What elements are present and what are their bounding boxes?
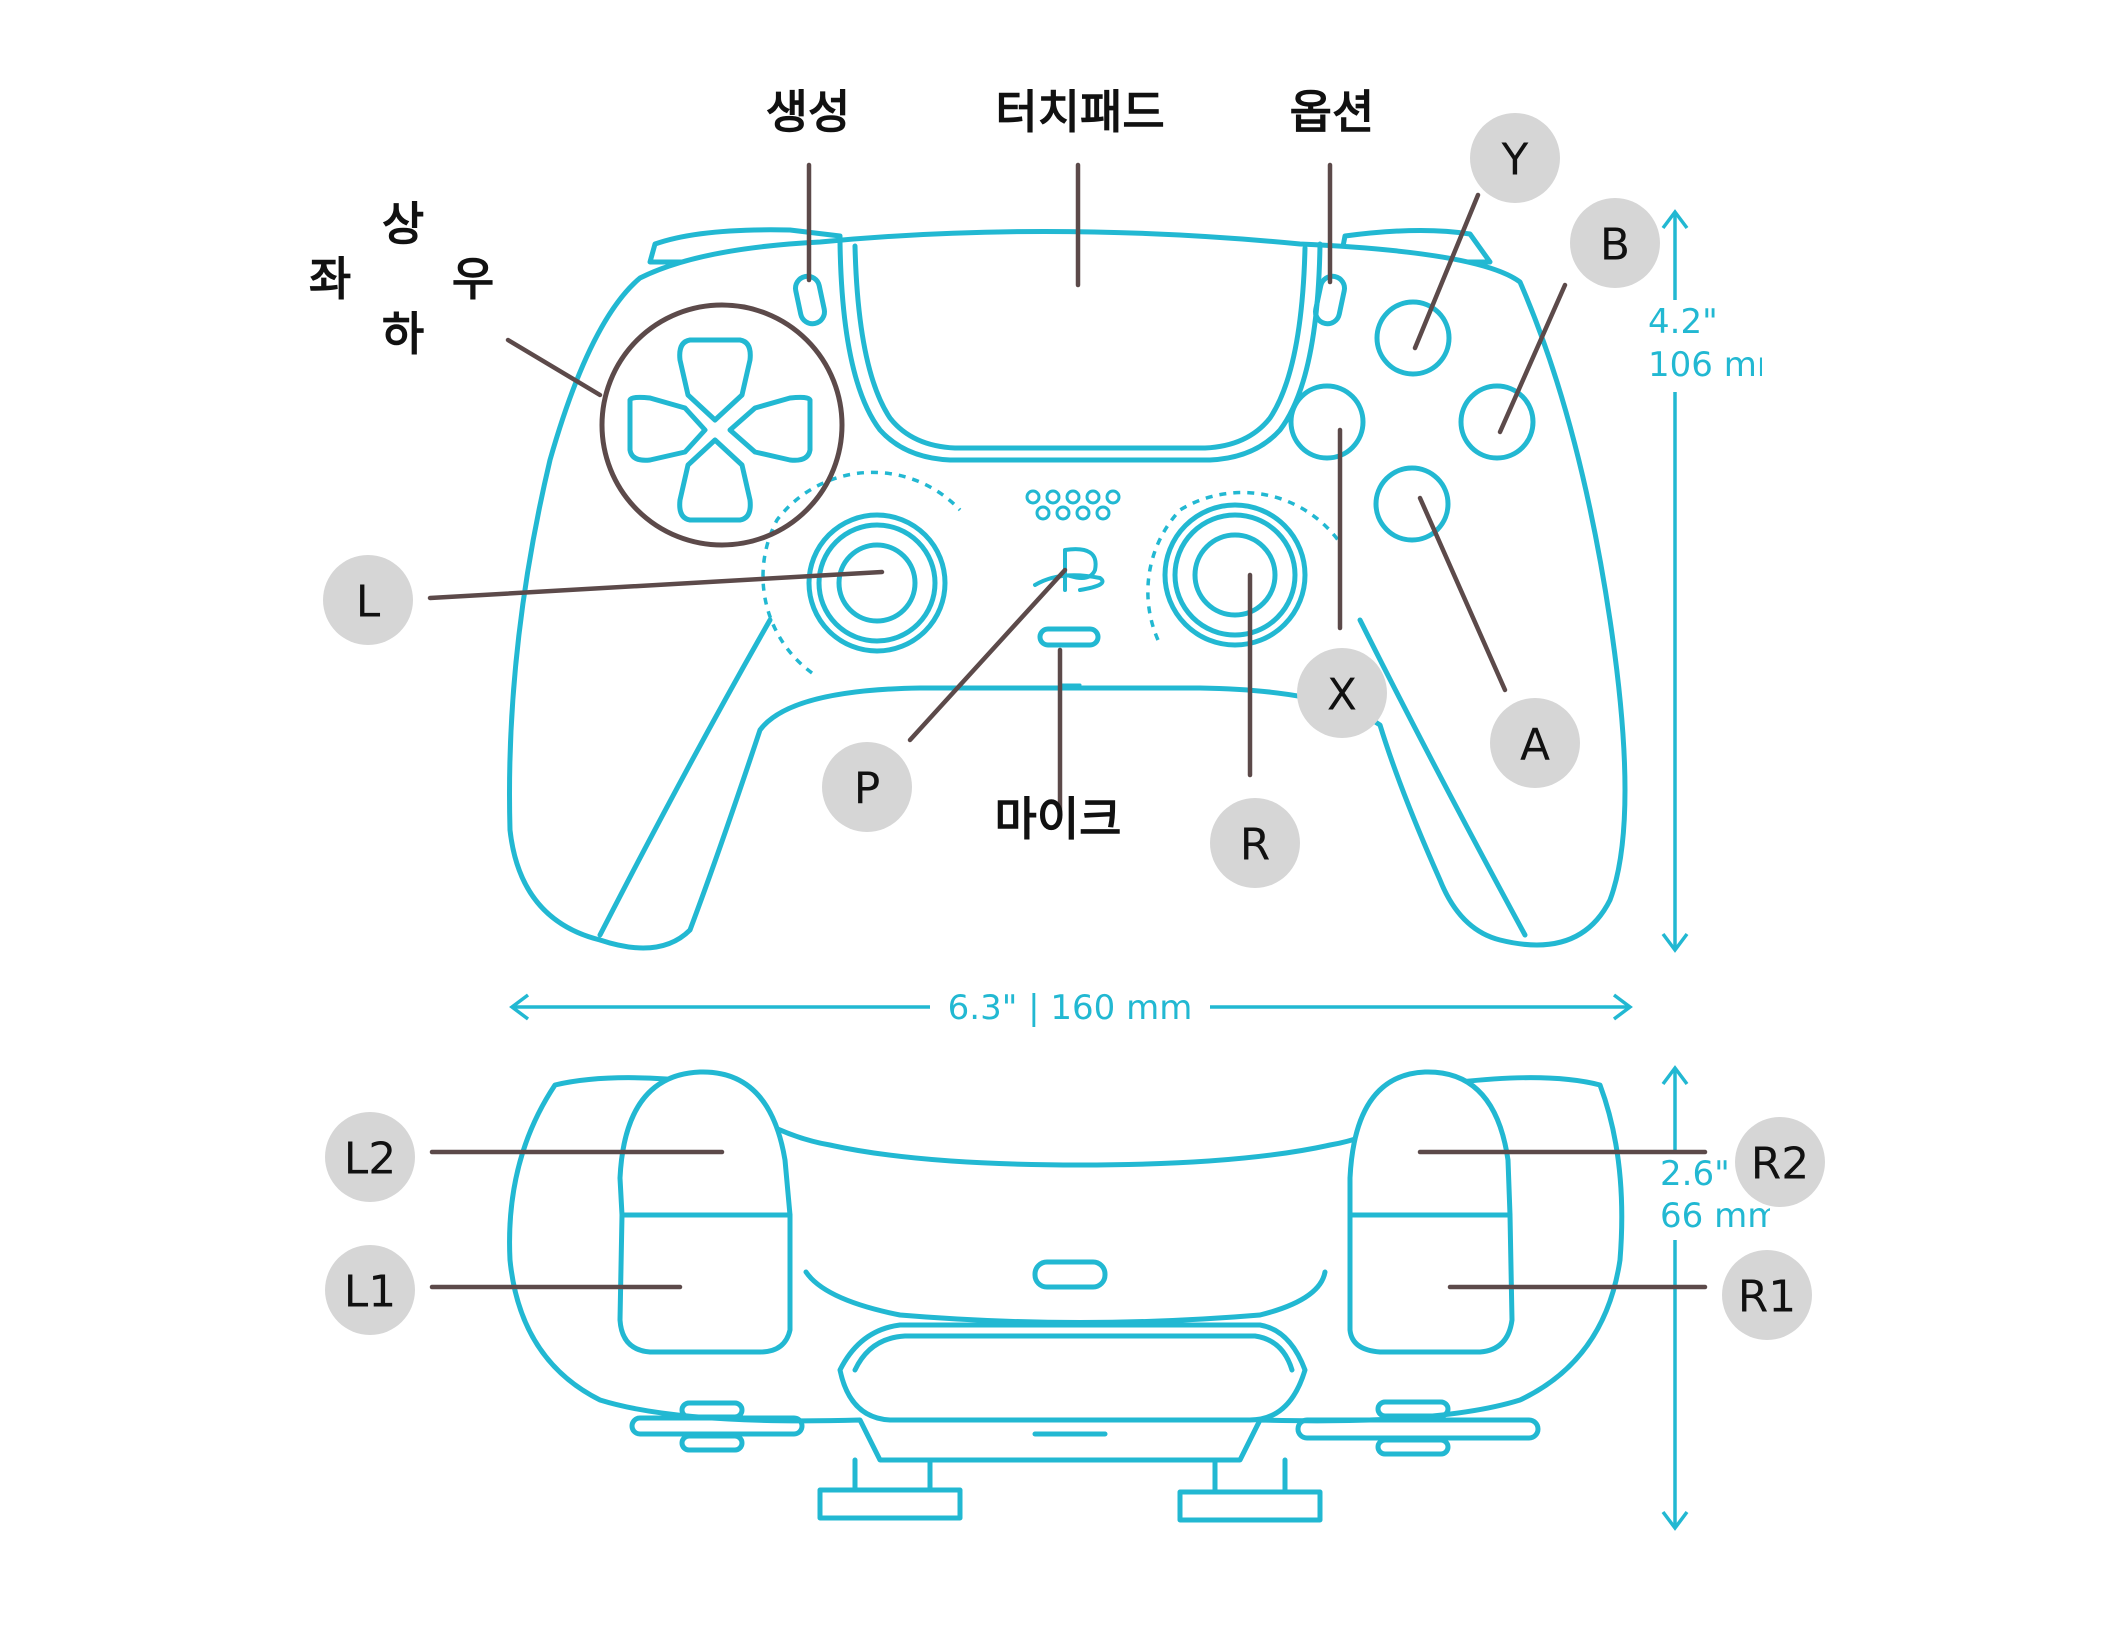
touchpad <box>837 239 1323 463</box>
dpad-highlight-ring <box>599 302 845 548</box>
face-button-x[interactable] <box>1288 383 1366 461</box>
bubble-l2: L2 <box>325 1112 415 1202</box>
options-label: 옵션 <box>1290 85 1375 139</box>
front-inner-curve <box>803 1269 1328 1325</box>
front-bar-inner <box>852 1333 1295 1373</box>
svg-text:R2: R2 <box>1751 1139 1810 1190</box>
front-dpad-edge <box>629 1415 805 1437</box>
dpad-left-label: 좌 <box>309 252 351 306</box>
create-label: 생성 <box>766 85 851 139</box>
dpad-down-label: 하 <box>382 307 424 361</box>
depth-inches-label: 2.6" <box>1660 1154 1730 1194</box>
dpad-right[interactable] <box>727 394 813 463</box>
svg-text:P: P <box>854 764 881 815</box>
bubble-l1: L1 <box>325 1245 415 1335</box>
svg-text:L2: L2 <box>344 1134 397 1185</box>
left-grip-inner <box>597 617 773 938</box>
usb-port <box>1032 1259 1108 1290</box>
svg-text:L1: L1 <box>344 1267 397 1318</box>
options-button[interactable] <box>1313 273 1347 327</box>
front-dpad-edge-3 <box>679 1433 745 1453</box>
svg-text:A: A <box>1520 720 1550 771</box>
dpad-left[interactable] <box>627 394 708 463</box>
right-stick[interactable] <box>1146 490 1340 648</box>
width-label: 6.3" | 160 mm <box>948 988 1193 1028</box>
svg-text:L: L <box>356 577 381 628</box>
controller-top-view <box>507 227 1628 951</box>
bubble-x: X <box>1297 648 1387 738</box>
bubble-r2: R2 <box>1735 1117 1825 1207</box>
right-stick-front <box>1177 1457 1323 1523</box>
front-face-edge-3 <box>1375 1437 1451 1457</box>
front-bar <box>837 1322 1308 1423</box>
svg-text:Y: Y <box>1501 135 1529 186</box>
right-grip-inner <box>1357 617 1528 938</box>
svg-text:B: B <box>1600 220 1630 271</box>
face-button-b[interactable] <box>1458 383 1536 461</box>
dpad[interactable] <box>627 337 813 523</box>
right-trigger-r2[interactable] <box>1347 1069 1513 1218</box>
dimension-width: 6.3" | 160 mm <box>509 988 1633 1028</box>
mic-button[interactable] <box>1037 626 1101 648</box>
touchpad-label: 터치패드 <box>995 85 1164 139</box>
bubble-y: Y <box>1470 113 1560 203</box>
dpad-up-label: 상 <box>382 197 424 251</box>
right-bumper-r1[interactable] <box>1347 1212 1515 1355</box>
left-trigger-l2[interactable] <box>617 1069 793 1218</box>
bubble-b: B <box>1570 198 1660 288</box>
front-face-edge-2 <box>1375 1399 1451 1419</box>
face-button-a[interactable] <box>1373 465 1451 543</box>
dpad-down[interactable] <box>677 437 753 523</box>
speaker-grille <box>1025 489 1121 521</box>
left-stick-front <box>817 1457 963 1521</box>
dpad-right-label: 우 <box>452 252 494 306</box>
height-inches-label: 4.2" <box>1648 302 1718 342</box>
svg-text:R: R <box>1240 820 1271 871</box>
mic-label: 마이크 <box>995 792 1122 846</box>
create-button[interactable] <box>793 273 827 327</box>
leader-lines <box>427 162 1708 1290</box>
bubble-r: R <box>1210 798 1300 888</box>
touchpad-inner <box>852 243 1308 451</box>
left-stick[interactable] <box>761 470 962 675</box>
dpad-up[interactable] <box>677 337 753 423</box>
left-bumper-l1[interactable] <box>617 1212 793 1355</box>
bubble-r1: R1 <box>1722 1250 1812 1340</box>
bubble-p: P <box>822 742 912 832</box>
face-button-y[interactable] <box>1374 299 1452 377</box>
bubble-a: A <box>1490 698 1580 788</box>
svg-text:R1: R1 <box>1738 1272 1797 1323</box>
bubble-l: L <box>323 555 413 645</box>
controller-front-view <box>507 1069 1625 1523</box>
depth-mm-label: 66 mm <box>1660 1196 1780 1236</box>
svg-text:X: X <box>1327 670 1357 721</box>
front-dpad-edge-2 <box>679 1400 745 1420</box>
